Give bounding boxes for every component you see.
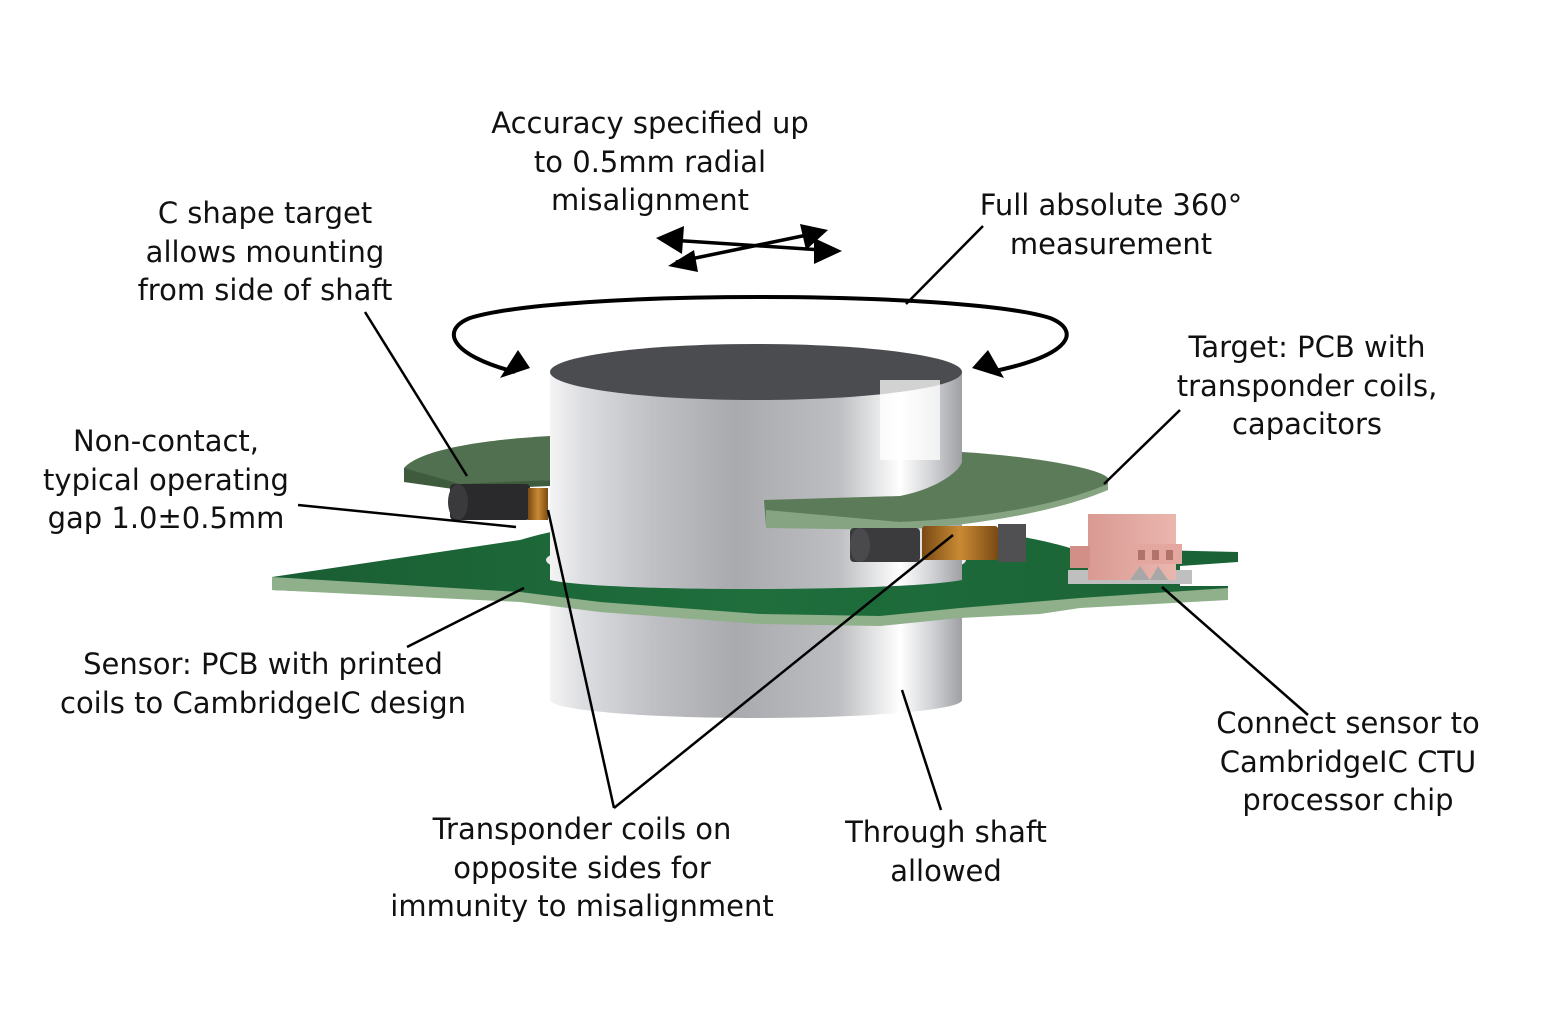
label-line: from side of shaft [137, 273, 393, 307]
shaft-top-face [550, 344, 962, 400]
label-line: processor chip [1242, 783, 1454, 817]
label-line: CambridgeIC CTU [1219, 744, 1477, 779]
label-line: gap 1.0±0.5mm [47, 501, 285, 535]
arrowhead [668, 250, 698, 272]
label-line: measurement [1009, 226, 1213, 261]
leader-transponder-left [546, 509, 616, 809]
label-full-360: Full absolute 360° measurement [980, 186, 1243, 263]
label-line: coils to CambridgeIC design [60, 685, 466, 720]
label-non-contact: Non-contact, typical operating gap 1.0±0… [43, 422, 289, 538]
label-through-shaft: Through shaft allowed [845, 813, 1047, 890]
leader-target-pcb [1103, 409, 1181, 485]
label-c-shape-target: C shape target allows mounting from side… [138, 194, 393, 310]
label-line: Accuracy specified up [491, 106, 809, 140]
leader-through-shaft [900, 689, 943, 811]
label-line: capacitors [1231, 407, 1383, 441]
label-line: transponder coils, [1176, 368, 1438, 403]
arrowhead [800, 224, 828, 250]
label-line: typical operating [43, 462, 289, 497]
label-line: opposite sides for [453, 850, 711, 885]
rotation-arrow-icon [451, 295, 1069, 374]
connector [1068, 514, 1192, 584]
misalignment-arrows-icon [669, 232, 823, 264]
label-line: Target: PCB with [1188, 330, 1426, 364]
label-line: misalignment [551, 183, 749, 217]
label-line: immunity to misalignment [390, 889, 774, 923]
leader-non-contact [297, 503, 517, 529]
label-sensor-pcb: Sensor: PCB with printed coils to Cambri… [60, 645, 466, 722]
rotation-arrowhead-left [500, 350, 530, 378]
label-line: Transponder coils on [432, 812, 732, 846]
label-line: C shape target [157, 196, 373, 230]
label-line: Through shaft [845, 815, 1047, 849]
arrowhead [814, 238, 842, 264]
leader-connect [1161, 586, 1309, 716]
label-target-pcb: Target: PCB with transponder coils, capa… [1177, 328, 1438, 444]
label-line: Non-contact, [72, 424, 260, 458]
transponder-coil-right [850, 524, 1026, 562]
label-line: to 0.5mm radial [533, 144, 767, 179]
leader-transponder-right [613, 534, 954, 809]
arrowhead [656, 226, 684, 254]
transponder-coil-left [448, 484, 548, 520]
label-line: allows mounting [145, 234, 385, 269]
rotation-arrowhead-right [972, 350, 1004, 378]
label-accuracy: Accuracy specified up to 0.5mm radial mi… [491, 104, 809, 220]
label-line: Full absolute 360° [979, 188, 1243, 222]
label-line: Connect sensor to [1216, 706, 1480, 740]
label-transponder-coils: Transponder coils on opposite sides for … [390, 810, 773, 926]
leader-sensor-pcb [406, 586, 525, 649]
label-line: Sensor: PCB with printed [83, 647, 443, 681]
leader-c-shape [363, 311, 469, 477]
label-connect-sensor: Connect sensor to CambridgeIC CTU proces… [1216, 704, 1480, 820]
leader-full-360 [905, 225, 984, 305]
label-line: allowed [890, 853, 1002, 888]
